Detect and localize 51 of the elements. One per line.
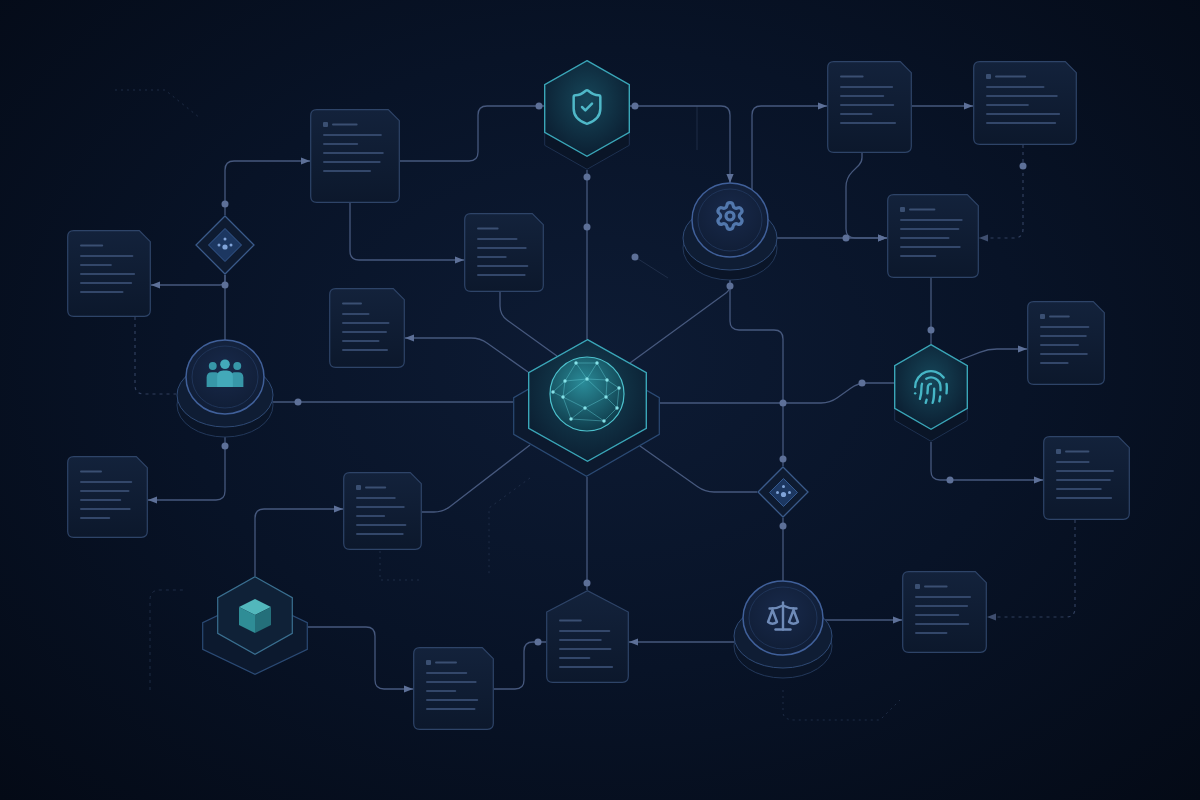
document-card: [827, 61, 912, 153]
connector-line: [782, 517, 784, 582]
hexagon-badge: [544, 60, 630, 170]
stacked-disc: [733, 578, 833, 680]
connector-line: [421, 444, 531, 513]
document-card: [973, 61, 1077, 145]
document-card: [413, 647, 494, 730]
arrow: [911, 102, 974, 110]
connector-line: [272, 401, 514, 403]
arrow: [959, 345, 1028, 361]
arrow: [224, 157, 311, 216]
connector-line: [224, 274, 226, 341]
hexagon-badge: [202, 575, 308, 675]
hexagon-badge: [894, 344, 968, 442]
document-card: [1043, 436, 1130, 520]
arrow: [628, 638, 735, 646]
connector-line: [499, 291, 558, 357]
document-card: [1027, 301, 1105, 385]
arrow: [629, 105, 734, 184]
dashed-connector-line: [134, 316, 177, 395]
document-card: [67, 456, 148, 538]
connector-line: [586, 169, 588, 340]
arrow: [930, 441, 1044, 484]
document-card: [887, 194, 979, 278]
stacked-disc: [682, 180, 778, 282]
document-card: [310, 109, 400, 203]
dashed-arrow: [986, 519, 1076, 621]
document-card: [546, 590, 629, 683]
document-card: [67, 230, 151, 317]
connector-line: [399, 105, 545, 162]
hexagon-badge: [513, 339, 660, 477]
document-card: [329, 288, 405, 368]
connector-line: [729, 279, 784, 467]
connector-line: [493, 641, 547, 690]
arrow: [307, 626, 414, 693]
document-card: [902, 571, 987, 653]
arrow: [349, 202, 465, 264]
connector-line: [639, 445, 758, 493]
arrow: [254, 505, 344, 577]
diamond-badge: [757, 466, 809, 518]
document-card: [464, 213, 544, 292]
arrow: [147, 436, 226, 504]
connector-line: [930, 277, 932, 345]
arrow: [751, 102, 828, 191]
stacked-disc: [176, 337, 274, 439]
document-card: [343, 472, 422, 550]
connector-line: [586, 476, 588, 591]
arrow: [404, 334, 529, 373]
connector-line: [659, 382, 895, 404]
diamond-badge: [195, 215, 255, 275]
dashed-arrow: [978, 144, 1024, 242]
